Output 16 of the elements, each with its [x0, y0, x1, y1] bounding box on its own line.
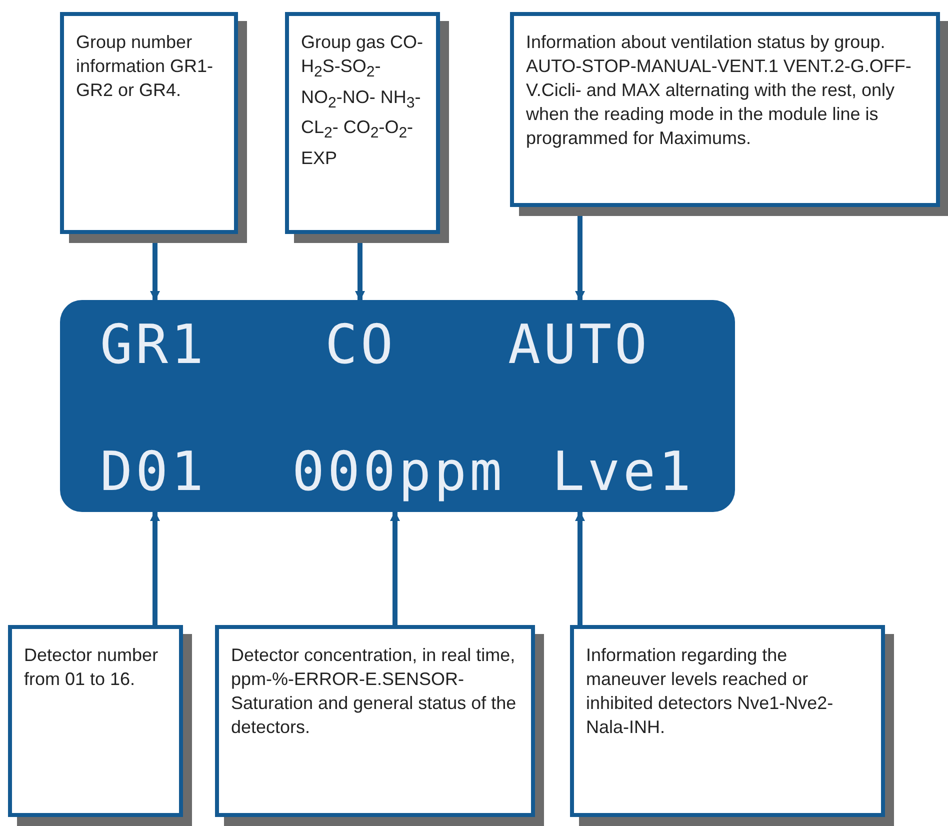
lcd-display [60, 300, 735, 512]
callout-text: Information about ventilation status by group. AUTO-STOP-MANUAL-VENT.1 VENT.2-G.OFF-V.Cicli- and MAX alternating with the rest, only when the reading mode in the module line is programmed for Maximums. [526, 31, 912, 150]
display-reading: Lve1 [552, 432, 692, 512]
callout-text: Group number information GR1-GR2 or GR4. [76, 31, 214, 102]
callout-text: Detector number from 01 to 16. [24, 644, 160, 691]
callout-text: Detector concentration, in real time, ppm-%-ERROR-E.SENSOR- Saturation and general status of the detectors. [231, 644, 518, 739]
display-reading: GR1 [100, 300, 210, 390]
display-reading: CO [325, 300, 400, 390]
arrow [390, 511, 400, 625]
arrow [150, 511, 160, 625]
display-reading: AUTO [508, 300, 658, 390]
arrow [575, 511, 585, 625]
display-reading: 000ppm [292, 432, 507, 512]
callout-text: Group gas CO-H$_{2}$S-SO$_{2}$- NO$_{2}$-NO- NH$_{3}$-CL$_{2}$- CO$_{2}$-O$_{2}$-EXP [301, 31, 424, 170]
callout-text: Information regarding the maneuver levels reached or inhibited detectors Nve1-Nve2-Nala-INH. [586, 644, 834, 739]
display-reading: D01 [100, 432, 210, 512]
